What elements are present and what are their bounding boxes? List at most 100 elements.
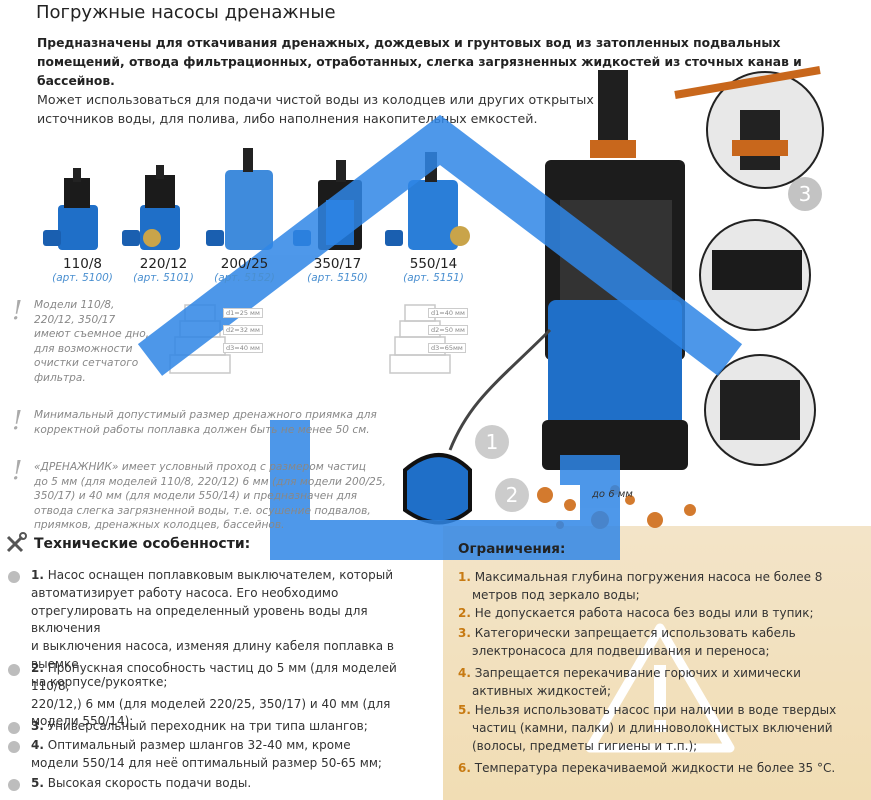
exclamation-icon: ! <box>12 456 23 486</box>
limit-item-3: 3. Категорически запрещается использоват… <box>458 625 838 661</box>
dim-right-d1: d1=40 мм <box>428 308 468 318</box>
tech-features-title: Технические особенности: <box>34 536 251 552</box>
limit-item-6: 6. Температура перекачиваемой жидкости н… <box>458 760 838 778</box>
model-name: 110/8 <box>63 256 102 272</box>
callout-3: 3 <box>788 177 822 211</box>
detail-circle-top <box>674 66 824 189</box>
limit-item-4: 4. Запрещается перекачивание горючих и х… <box>458 665 838 701</box>
item-number: 3. <box>458 626 471 640</box>
note-line: имеют съемное дно, <box>34 328 150 340</box>
item-number: 6. <box>458 761 471 775</box>
model-name: 220/12 <box>139 256 188 272</box>
warning-icon <box>585 623 735 753</box>
item-line: на корпусе/рукоятке; <box>31 674 168 689</box>
bullet-icon <box>8 741 20 753</box>
model-art: (арт. 5100) <box>52 272 113 284</box>
model-220-12: 220/12 (арт. 5101) <box>126 256 201 284</box>
note-line: 350/17) и 40 мм (для модели 550/14) и пр… <box>34 490 358 502</box>
model-art: (арт. 5152) <box>214 272 275 284</box>
item-line: Оптимальный размер шлангов 32-40 мм, кро… <box>47 738 351 752</box>
limit-item-1: 1. Максимальная глубина погружения насос… <box>458 569 838 605</box>
note-line: очистки сетчатого <box>34 357 139 369</box>
item-line: Категорически запрещается использовать к… <box>474 626 796 640</box>
item-line: активных жидкостей; <box>472 683 612 698</box>
callout-1: 1 <box>475 425 509 459</box>
exclamation-icon: ! <box>12 296 23 326</box>
float-switch-image <box>403 453 472 525</box>
item-line: Не допускается работа насоса без воды ил… <box>474 606 814 620</box>
item-line: Универсальный переходник на три типа шла… <box>47 719 368 733</box>
dim-left-d3: d3=40 мм <box>223 343 263 353</box>
model-550-14: 550/14 (арт. 5151) <box>396 256 471 284</box>
item-number: 2. <box>31 661 44 675</box>
usage-text: Может использоваться для подачи чистой в… <box>37 90 597 128</box>
model-name: 350/17 <box>313 256 362 272</box>
note-sump-size: Минимальный допустимый размер дренажного… <box>34 408 414 437</box>
item-line: Максимальная глубина погружения насоса н… <box>474 570 823 584</box>
note-line: Модели 110/8, <box>34 299 115 311</box>
item-line: модели 550/14); <box>31 714 134 729</box>
exclamation-icon: ! <box>12 406 23 436</box>
item-line: электронасоса для подвешивания и перенос… <box>472 643 770 658</box>
tech-item-5: 5. Высокая скорость подачи воды. <box>31 775 436 793</box>
item-line: частиц (камни, палки) и длинноволокнисты… <box>472 720 833 735</box>
item-line: Температура перекачиваемой жидкости не б… <box>474 761 836 775</box>
tech-item-1: 1. Насос оснащен поплавковым выключателе… <box>31 567 436 692</box>
usage-line: источников воды, для полива, либо наполн… <box>37 111 538 126</box>
bullet-icon <box>8 779 20 791</box>
note-particle-size: «ДРЕНАЖНИК» имеет условный проход с разм… <box>34 460 414 533</box>
dim-right-d2: d2=50 мм <box>428 325 468 335</box>
item-number: 1. <box>31 568 44 582</box>
detail-circle-bottom <box>704 354 816 466</box>
model-name: 550/14 <box>409 256 458 272</box>
note-removable-bottom: Модели 110/8, 220/12, 350/17 имеют съемн… <box>34 298 174 385</box>
item-line: Насос оснащен поплавковым выключателем, … <box>47 568 394 582</box>
particle-size-label: до 6 мм <box>592 489 633 500</box>
limits-panel <box>443 526 871 800</box>
item-line: модели 550/14 для неё оптимальный размер… <box>31 755 382 770</box>
item-line: Высокая скорость подачи воды. <box>47 776 252 790</box>
item-line: и выключения насоса, изменяя длину кабел… <box>31 639 394 671</box>
item-line: отрегулировать на определенный уровень в… <box>31 603 368 636</box>
model-art: (арт. 5150) <box>307 272 368 284</box>
item-number: 4. <box>458 666 471 680</box>
usage-line: Может использоваться для подачи чистой в… <box>37 92 594 107</box>
limits-title: Ограничения: <box>458 541 566 557</box>
model-110-8: 110/8 (арт. 5100) <box>45 256 120 284</box>
item-line: Запрещается перекачивание горючих и хими… <box>474 666 801 680</box>
intro-text: Предназначены для откачивания дренажных,… <box>37 36 802 88</box>
note-line: «ДРЕНАЖНИК» имеет условный проход с разм… <box>34 461 366 473</box>
item-line: метров под зеркало воды; <box>472 587 640 602</box>
bullet-icon <box>8 571 20 583</box>
item-number: 4. <box>31 738 44 752</box>
model-art: (арт. 5151) <box>403 272 464 284</box>
limit-item-5: 5. Нельзя использовать насос при наличии… <box>458 702 838 755</box>
note-line: для возможности <box>34 342 133 355</box>
dim-left-d1: d1=25 мм <box>223 308 263 318</box>
model-name: 200/25 <box>220 256 269 272</box>
pump-220-12-image <box>122 165 180 250</box>
page-title: Погружные насосы дренажные <box>36 2 336 23</box>
note-line: приямков, дренажных колодцев, бассейнов. <box>34 519 285 531</box>
dim-right-d3: d3=65мм <box>428 343 466 353</box>
model-200-25: 200/25 (арт. 5152) <box>207 256 282 284</box>
item-number: 1. <box>458 570 471 584</box>
note-line: Минимальный допустимый размер дренажного… <box>34 409 377 421</box>
tech-item-2: 2. Пропускная способность частиц до 5 мм… <box>31 660 436 731</box>
item-line: Нельзя использовать насос при наличии в … <box>474 703 837 717</box>
note-line: фильтра. <box>34 371 86 384</box>
pump-110-8-image <box>43 168 98 250</box>
note-line: 220/12, 350/17 <box>34 313 116 326</box>
item-number: 3. <box>31 719 44 733</box>
detail-circle-middle <box>699 219 811 331</box>
model-350-17: 350/17 (арт. 5150) <box>300 256 375 284</box>
house-watermark-icon <box>137 114 743 560</box>
item-number: 5. <box>458 703 471 717</box>
callout-2: 2 <box>495 478 529 512</box>
note-line: отвода слегка загрязненной воды, т.е. ос… <box>34 504 371 517</box>
pump-200-25-image <box>206 148 273 250</box>
tech-item-3: 3. Универсальный переходник на три типа … <box>31 718 436 736</box>
item-line: автоматизирует работу насоса. Его необхо… <box>31 585 339 600</box>
model-art: (арт. 5101) <box>133 272 194 284</box>
